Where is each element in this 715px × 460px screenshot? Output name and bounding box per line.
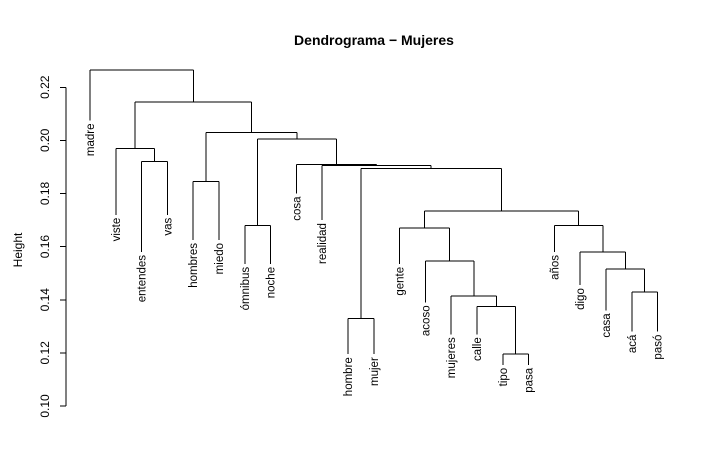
chart-title: Dendrograma − Mujeres <box>294 32 454 48</box>
leaf-label: miedo <box>214 243 226 274</box>
leaf-label: noche <box>266 267 278 298</box>
y-tick-label: 0.20 <box>38 128 52 152</box>
leaf-label: mujeres <box>446 337 458 378</box>
y-tick-label: 0.14 <box>38 288 52 312</box>
leaf-label: viste <box>111 218 123 242</box>
y-tick-label: 0.22 <box>38 75 52 99</box>
y-tick-label: 0.18 <box>38 181 52 205</box>
leaf-label: entendes <box>137 255 149 303</box>
leaf-label: hombres <box>188 243 200 288</box>
y-tick-label: 0.16 <box>38 235 52 259</box>
leaf-label: pasa <box>524 367 536 393</box>
leaf-label: calle <box>472 337 484 361</box>
y-tick-label: 0.12 <box>38 341 52 365</box>
leaf-label: años <box>549 255 561 280</box>
leaf-label: mujer <box>369 357 381 386</box>
leaf-label: cosa <box>291 196 303 221</box>
leaf-label: tipo <box>498 368 510 387</box>
y-axis: 0.10 0.12 0.14 0.16 0.18 0.20 0.22 <box>38 75 67 418</box>
leaf-label: digo <box>575 288 587 310</box>
leaf-label: casa <box>601 313 613 338</box>
leaf-label: vas <box>162 218 174 236</box>
leaf-label: madre <box>85 123 97 156</box>
leaf-label: hombre <box>343 357 355 396</box>
leaf-label: acá <box>627 334 639 353</box>
leaf-label: ómnibus <box>240 267 252 311</box>
leaf-label: pasó <box>653 335 665 360</box>
leaf-label: acoso <box>420 305 432 336</box>
dendrogram-tree <box>89 69 659 365</box>
y-tick-label: 0.10 <box>38 394 52 418</box>
leaf-labels: madre viste entendes vas hombres miedo ómnibus… <box>85 123 665 396</box>
leaf-label: gente <box>395 267 407 296</box>
y-axis-label: Height <box>11 232 25 267</box>
leaf-label: realidad <box>317 223 329 264</box>
